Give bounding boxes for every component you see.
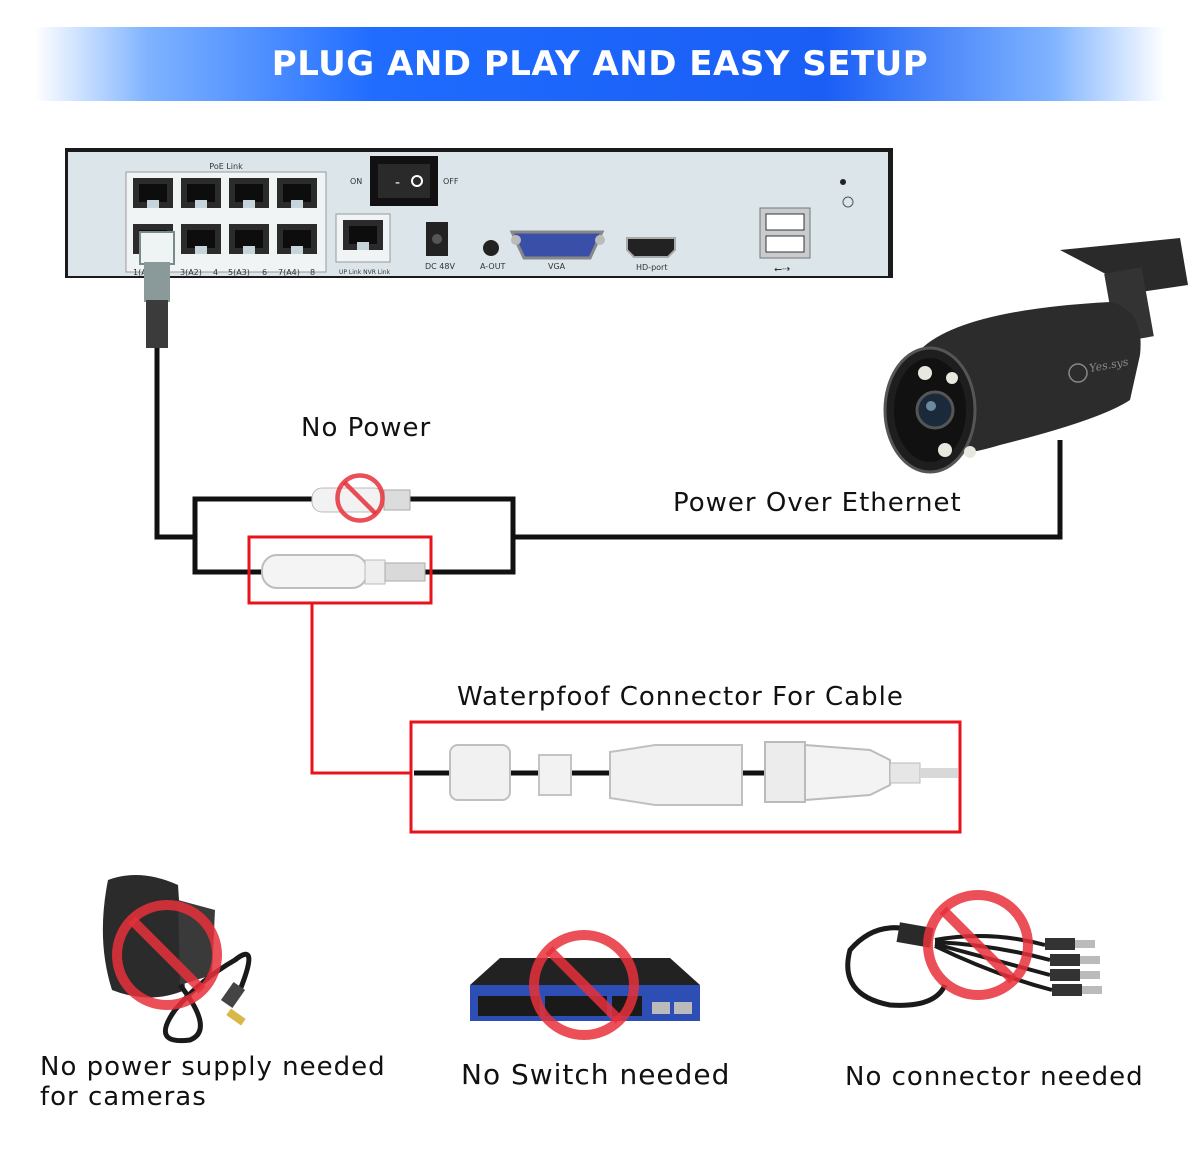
audio-out-jack — [483, 240, 499, 256]
switch-off-label: OFF — [443, 177, 459, 186]
svg-text:-: - — [395, 175, 400, 191]
no-connector-label: No connector needed — [845, 1062, 1144, 1092]
camera-mount-base — [1060, 238, 1188, 292]
port-label-7: 8 — [310, 268, 315, 277]
no-power-label: No Power — [301, 413, 432, 443]
camera-side-connector — [804, 743, 891, 802]
waterproof-label: Waterpfoof Connector For Cable — [457, 682, 904, 712]
bullet-camera: Yes.sys — [883, 238, 1188, 474]
spotlight-led — [918, 366, 932, 380]
header-banner: PLUG AND PLAY AND EASY SETUP — [35, 27, 1165, 101]
port-label-5: 6 — [262, 268, 267, 277]
vga-port — [509, 230, 605, 260]
port-label-3: 4 — [213, 268, 218, 277]
no-psu-label: No power supply needed for cameras — [40, 1052, 386, 1112]
no-psu-label-line1: No power supply needed — [40, 1052, 386, 1082]
no-psu-label-line2: for cameras — [40, 1082, 207, 1112]
waterproof-housing — [609, 744, 743, 806]
switch-on-label: ON — [350, 177, 362, 186]
aout-label: A-OUT — [480, 262, 506, 271]
usb-icon: ⭠⇢ — [774, 264, 790, 275]
rj45-cable-connector — [261, 554, 426, 589]
hdmi-port — [626, 237, 676, 258]
brand-logo-icon — [1068, 363, 1088, 383]
no-switch-label: No Switch needed — [461, 1058, 731, 1091]
ethernet-plug — [139, 231, 175, 348]
page-title: PLUG AND PLAY AND EASY SETUP — [271, 44, 929, 84]
connector-highlight-box — [247, 535, 433, 605]
poe-link-label: PoE Link — [209, 162, 243, 171]
port-label-4: 5(A3) — [228, 268, 250, 277]
port-label-6: 7(A4) — [278, 268, 300, 277]
waterproof-nut — [449, 744, 511, 801]
nvr-back-panel: PoE Link 1(A 3(A2) 4 5(A3) 6 7(A4) 8 UP … — [65, 148, 893, 278]
cable-from-nvr — [154, 348, 195, 540]
port-label-1: 1(A — [133, 268, 147, 277]
camera-lens — [915, 390, 955, 430]
vga-label: VGA — [548, 262, 566, 271]
uplink-port — [343, 220, 383, 250]
rubber-seal — [538, 754, 572, 796]
dc-label: DC 48V — [425, 262, 455, 271]
cable-to-camera — [513, 440, 1063, 540]
red-link-line — [310, 603, 412, 775]
poe-label: Power Over Ethernet — [673, 488, 962, 518]
hdmi-label: HD-port — [636, 263, 667, 272]
port-label-2: 3(A2) — [180, 268, 202, 277]
waterproof-connector-assembly — [414, 741, 958, 806]
waterproof-highlight-box — [409, 720, 962, 834]
uplink-label: UP Link NVR Link — [339, 269, 391, 276]
